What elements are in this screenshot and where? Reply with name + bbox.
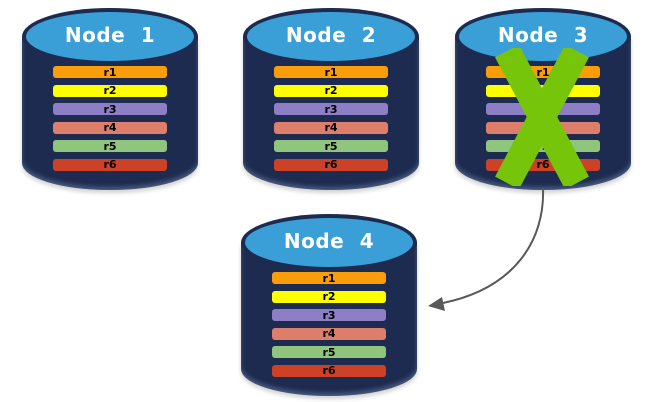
row-r4: r4 [272,327,386,340]
row-r3: r3 [272,309,386,321]
row-list: r1 r2 r3 r4 r5 r6 [272,272,386,383]
row-r3: r3 [53,103,167,115]
row-r4: r4 [274,121,388,134]
row-r1: r1 [53,66,167,78]
cylinder-top [459,12,627,61]
node-2: Node 2 r1 r2 r3 r4 r5 r6 [243,8,419,192]
node-4: Node 4 r1 r2 r3 r4 r5 r6 [241,214,417,398]
row-r5: r5 [272,346,386,358]
row-r2: r2 [272,290,386,303]
row-r4: r4 [53,121,167,134]
failover-arrow-line [442,187,545,304]
row-r1: r1 [272,272,386,284]
row-r5: r5 [274,140,388,152]
row-r3: r3 [274,103,388,115]
node-1: Node 1 r1 r2 r3 r4 r5 r6 [22,8,198,192]
row-r6: r6 [272,364,386,377]
cylinder-top [247,12,415,61]
node-title: Node 3 [497,22,589,47]
row-list: r1 r2 r3 r4 r5 r6 [274,66,388,177]
row-r1: r1 [274,66,388,78]
cylinder-top [26,12,194,61]
x-stroke [495,48,589,186]
failure-x-icon [495,48,589,186]
node-title: Node 2 [285,22,377,47]
node-title: Node 4 [283,228,375,253]
row-r2: r2 [274,84,388,97]
row-r6: r6 [53,158,167,171]
row-r2: r2 [53,84,167,97]
row-r5: r5 [53,140,167,152]
failover-arrowhead-icon [428,297,445,311]
node-title: Node 1 [64,22,156,47]
row-list: r1 r2 r3 r4 r5 r6 [53,66,167,177]
row-r6: r6 [274,158,388,171]
cylinder-top [245,218,413,267]
